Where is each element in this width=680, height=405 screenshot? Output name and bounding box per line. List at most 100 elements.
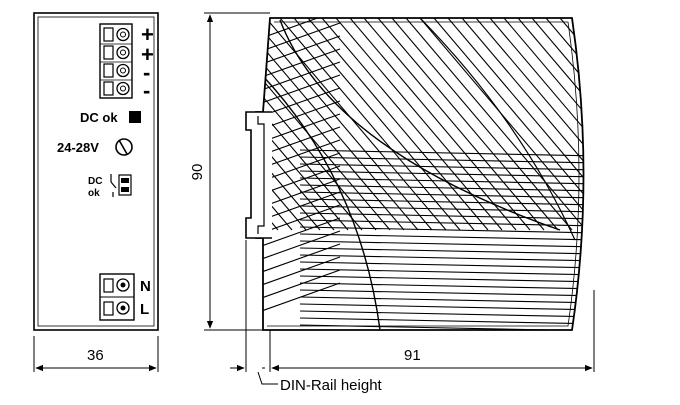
hatch-line	[489, 18, 584, 231]
hatch-line	[335, 18, 517, 231]
hatch-line	[461, 18, 584, 231]
hatch-line	[299, 191, 584, 199]
hatch-line	[256, 61, 341, 93]
output-terminal-screw-center	[120, 85, 126, 92]
hatch-line	[299, 163, 584, 171]
hatch-line	[299, 240, 584, 248]
hatch-line	[299, 170, 584, 178]
hatch-line	[299, 303, 584, 311]
hatch-line	[616, 18, 680, 230]
hatch-line	[299, 177, 584, 185]
hatch-line	[256, 48, 341, 80]
output-terminal-screw-slot	[103, 63, 114, 78]
hatch-line	[256, 74, 341, 106]
hatch-line	[405, 18, 584, 231]
hatch-line	[299, 268, 584, 276]
relay-label-dc: DC	[88, 176, 102, 187]
input-n-label: N	[140, 278, 151, 295]
front-panel-outline	[33, 12, 159, 331]
hatch-line	[299, 261, 584, 269]
terminal-plus-1-label: +	[141, 22, 154, 47]
output-terminal-screw-icon	[116, 27, 130, 42]
hatch-line	[299, 296, 584, 304]
hatch-line	[475, 18, 584, 231]
hatch-line	[602, 18, 680, 230]
hatch-line	[377, 18, 559, 231]
front-view: + + - - DC ok 24-28V DC ok	[33, 12, 159, 372]
hatch-line	[299, 198, 584, 206]
hatch-line	[299, 275, 584, 283]
output-terminal-screw-slot	[103, 27, 114, 42]
hatch-line	[630, 18, 680, 230]
width-dimension-line	[33, 336, 159, 372]
output-terminal-screw-center	[120, 67, 126, 74]
hatch-line	[517, 18, 584, 231]
hatch-line	[644, 18, 680, 230]
depth-dimension-value: 91	[404, 347, 421, 364]
output-terminal-screw-center	[120, 31, 126, 38]
terminal-minus-1-label: -	[143, 60, 150, 85]
side-view: 90 91 DIN-Rail height	[189, 12, 680, 394]
hatch-line	[299, 205, 584, 213]
hatch-line	[299, 149, 584, 157]
hatch-line	[256, 18, 321, 231]
hatch-line	[299, 226, 584, 234]
hatch-line	[256, 256, 341, 288]
hatch-line	[256, 18, 341, 41]
hatch-line	[256, 18, 377, 231]
hatch-line	[672, 18, 680, 230]
hatch-line	[256, 18, 307, 231]
hatch-line	[299, 317, 584, 325]
hatch-line	[447, 18, 584, 231]
hatch-line	[349, 18, 531, 231]
hatch-line	[299, 254, 584, 262]
hatch-line	[256, 18, 405, 231]
voltage-potentiometer-icon	[115, 138, 133, 156]
dc-ok-led-icon	[129, 111, 141, 123]
hatch-line	[531, 18, 584, 231]
output-terminal-screw-icon	[116, 81, 130, 96]
output-terminal-screw-icon	[116, 45, 130, 60]
hatch-line	[299, 282, 584, 290]
housing-inner-outline	[267, 21, 580, 327]
output-terminal-screw-slot	[103, 81, 114, 96]
hatch-line	[256, 22, 341, 54]
hatch-line	[299, 289, 584, 297]
hatch-line	[256, 230, 341, 262]
hatch-line	[299, 233, 584, 241]
hatch-line	[503, 18, 584, 231]
hatch-line	[256, 269, 341, 301]
din-rail-height-label: DIN-Rail height	[280, 377, 383, 394]
hatch-line	[433, 18, 584, 231]
height-dimension-line	[204, 12, 270, 331]
depth-dimension-line	[230, 240, 595, 372]
hatch-line	[256, 282, 341, 314]
din-rail-clip	[245, 111, 272, 239]
height-dimension-value: 90	[189, 164, 206, 181]
hatch-line	[573, 18, 584, 231]
din-rail-profile	[257, 116, 265, 234]
output-terminal-screw-slot	[103, 45, 114, 60]
hatch-line	[391, 18, 573, 231]
hatch-line	[588, 18, 680, 230]
output-terminal-screw-center	[120, 49, 126, 56]
width-dimension-value: 36	[87, 347, 104, 364]
terminal-plus-2-label: +	[141, 42, 154, 67]
hatch-line	[256, 18, 433, 231]
hatch-line	[658, 18, 680, 230]
din-rail-leader-line	[257, 371, 278, 385]
housing-outline	[255, 17, 585, 331]
input-terminal-block	[99, 273, 135, 321]
hatch-line	[256, 35, 341, 67]
hatch-line	[363, 18, 545, 231]
hatch-line	[256, 18, 335, 231]
hatch-line	[299, 247, 584, 255]
dc-ok-label: DC ok	[80, 110, 118, 125]
hatch-line	[256, 18, 391, 231]
front-panel-inner-outline	[37, 16, 155, 327]
hatch-line	[256, 217, 341, 249]
input-l-label: L	[140, 301, 149, 318]
voltage-label: 24-28V	[57, 140, 99, 155]
relay-contact-icon	[110, 174, 132, 197]
